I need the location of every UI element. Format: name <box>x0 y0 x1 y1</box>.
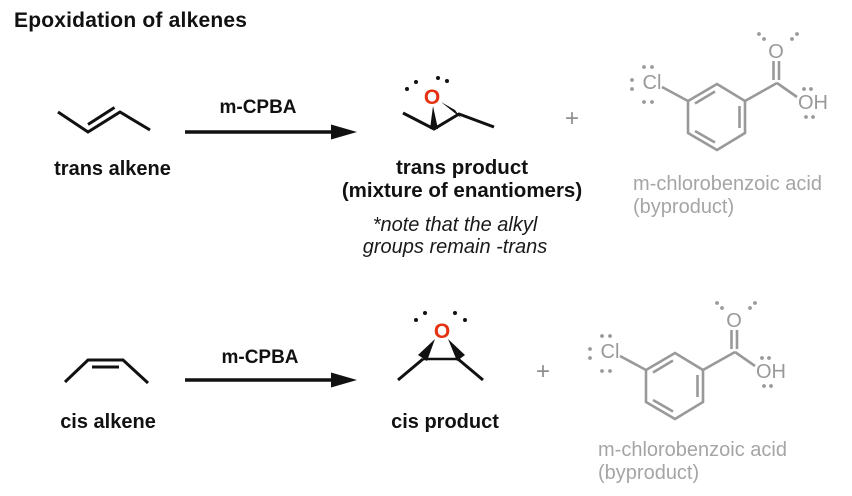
lone-pair-dot <box>608 369 612 373</box>
chlorine-label: Cl <box>601 341 620 363</box>
byproduct-name: m-chlorobenzoic acid <box>598 439 787 461</box>
lone-pair-dot <box>445 79 449 83</box>
byproduct-qualifier: (byproduct) <box>633 196 735 218</box>
trans-product-label-line1: trans product <box>395 156 529 179</box>
cis-product-structure: O <box>397 311 484 382</box>
benzene-ring <box>686 82 747 152</box>
cis-alkene-structure <box>63 358 150 385</box>
note-line2: groups remain -trans <box>362 236 548 258</box>
mcba-structure-top: Cl O OH <box>630 32 828 152</box>
lone-pair-dot <box>795 32 799 36</box>
lone-pair-dot <box>650 65 654 69</box>
lone-pair-dot <box>414 80 418 84</box>
page-title: Epoxidation of alkenes <box>14 9 248 32</box>
lone-pair-dot <box>600 369 604 373</box>
mcba-structure-bottom: Cl O OH <box>588 301 786 421</box>
lone-pair-dot <box>600 334 604 338</box>
lone-pair-dot <box>767 356 771 360</box>
lone-pair-dot <box>630 78 634 82</box>
trans-alkene-skeleton <box>57 110 151 134</box>
wedge-bond-right <box>441 102 461 118</box>
lone-pair-dot <box>748 306 752 310</box>
trans-product-label-line2: (mixture of enantiomers) <box>341 178 583 202</box>
byproduct-label-bottom: m-chlorobenzoic acid (byproduct) <box>598 439 787 485</box>
benzene-ring <box>644 351 705 421</box>
trans-product-label: trans product (mixture of enantiomers) <box>322 156 602 202</box>
lone-pair-dot <box>642 100 646 104</box>
lone-pair-dot <box>802 87 806 91</box>
lone-pair-dot <box>811 115 815 119</box>
c-oh-bond <box>734 350 756 368</box>
cl-ring-bond <box>619 354 647 372</box>
lone-pair-dot <box>453 311 457 315</box>
lone-pair-dot <box>630 87 634 91</box>
lone-pair-dot <box>423 311 427 315</box>
lone-pair-dot <box>414 318 418 322</box>
arrow-head <box>331 372 357 388</box>
plus-sign-bottom: + <box>535 358 550 385</box>
byproduct-qualifier: (byproduct) <box>598 462 700 484</box>
chlorine-label: Cl <box>643 72 662 94</box>
lone-pair-dot <box>720 306 724 310</box>
lone-pair-dot <box>436 76 440 80</box>
lone-pair-dot <box>588 347 592 351</box>
hydroxyl-label: OH <box>756 361 786 383</box>
reaction-arrow-bottom <box>185 372 357 388</box>
reagent-label-bottom: m-CPBA <box>221 347 299 368</box>
trans-alkene-double-bond <box>87 106 116 126</box>
arrow-head <box>331 124 357 140</box>
lone-pair-dot <box>642 65 646 69</box>
wedge-bond-left <box>418 339 435 361</box>
wedge-bond-left <box>430 106 438 129</box>
methyl-left <box>397 357 424 382</box>
carbonyl-oxygen-label: O <box>768 41 784 63</box>
lone-pair-dot <box>790 37 794 41</box>
trans-product-note: *note that the alkyl groups remain -tran… <box>330 214 580 258</box>
cis-alkene-skeleton <box>63 358 150 385</box>
plus-sign-top: + <box>564 105 579 132</box>
reaction-arrow-top <box>185 124 357 140</box>
lone-pair-dot <box>608 334 612 338</box>
lone-pair-dot <box>753 301 757 305</box>
lone-pair-dot <box>809 87 813 91</box>
trans-alkene-label: trans alkene <box>54 158 171 180</box>
hydroxyl-label: OH <box>798 92 828 114</box>
c-oh-bond <box>776 81 798 99</box>
lone-pair-dot <box>760 356 764 360</box>
lone-pair-dot <box>769 384 773 388</box>
cis-alkene-label: cis alkene <box>60 411 156 433</box>
byproduct-name: m-chlorobenzoic acid <box>633 173 822 195</box>
epoxide-oxygen-label: O <box>424 86 440 109</box>
lone-pair-dot <box>762 37 766 41</box>
note-line1: *note that the alkyl <box>372 214 538 236</box>
lone-pair-dot <box>715 301 719 305</box>
cl-ring-bond <box>661 85 689 103</box>
ring-double-bond <box>694 129 716 144</box>
lone-pair-dot <box>650 100 654 104</box>
ring-cooh-bond <box>702 350 736 372</box>
byproduct-label-top: m-chlorobenzoic acid (byproduct) <box>633 173 822 219</box>
wedge-bond-right <box>448 339 465 361</box>
ring-double-bond <box>694 90 716 105</box>
ring-double-bond <box>652 359 674 374</box>
lone-pair-dot <box>757 32 761 36</box>
lone-pair-dot <box>405 87 409 91</box>
lone-pair-dot <box>463 318 467 322</box>
lone-pair-dot <box>588 356 592 360</box>
reagent-label-top: m-CPBA <box>219 97 297 118</box>
trans-product-skeleton <box>402 111 495 131</box>
ring-cooh-bond <box>744 81 778 103</box>
methyl-right <box>457 357 484 382</box>
epoxide-oxygen-label: O <box>434 320 450 343</box>
trans-alkene-structure <box>57 106 151 134</box>
carbonyl-oxygen-label: O <box>726 310 742 332</box>
ring-double-bond <box>652 398 674 413</box>
cis-product-label: cis product <box>391 411 499 433</box>
trans-product-structure: O <box>402 76 495 131</box>
lone-pair-dot <box>762 384 766 388</box>
lone-pair-dot <box>804 115 808 119</box>
